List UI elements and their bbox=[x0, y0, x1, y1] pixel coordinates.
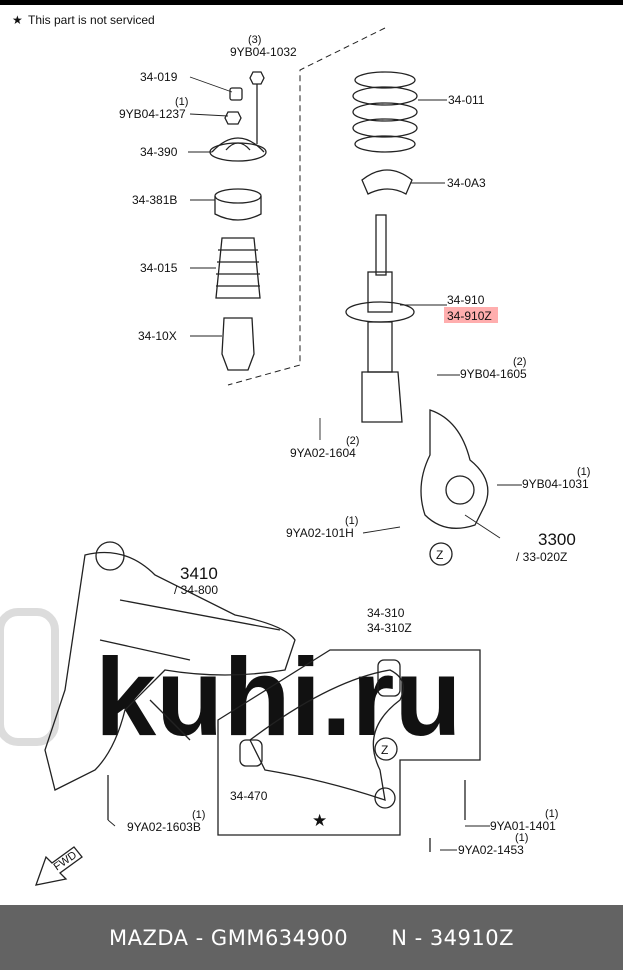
footer-part-no: N - 34910Z bbox=[391, 925, 515, 950]
label-34-381b: 34-381B bbox=[132, 193, 177, 207]
qty-9ya02-1604: (2) bbox=[346, 435, 359, 447]
z-marker-arm-text: Z bbox=[381, 743, 388, 757]
spring-seat-34-0a3 bbox=[361, 169, 413, 195]
label-9ya02-1453: 9YA02-1453 bbox=[458, 843, 524, 857]
label-9ya01-1401: 9YA01-1401 bbox=[490, 819, 556, 833]
label-9yb04-1031: 9YB04-1031 bbox=[522, 477, 589, 491]
lower-arm bbox=[239, 659, 404, 809]
boot-34-015 bbox=[215, 237, 261, 299]
qty-9ya02-101h: (1) bbox=[345, 515, 358, 527]
qty-9ya02-1603b: (1) bbox=[192, 809, 205, 821]
cap-34-019 bbox=[229, 87, 243, 101]
label-34-015: 34-015 bbox=[140, 261, 178, 275]
z-marker-arm bbox=[374, 737, 398, 761]
upper-mount-parts bbox=[209, 71, 267, 371]
qty-9yb04-1605: (2) bbox=[513, 356, 526, 368]
exploded-frame bbox=[227, 27, 386, 386]
ref-33-020z: / 33-020Z bbox=[516, 550, 567, 564]
subframe bbox=[44, 541, 296, 791]
z-marker-text: Z bbox=[436, 548, 443, 562]
star-icon-arm: ★ bbox=[312, 811, 327, 830]
bumper-34-10x bbox=[221, 317, 255, 371]
footer-brand-code: MAZDA - GMM634900 bbox=[108, 925, 349, 950]
star-icon: ★ bbox=[12, 13, 23, 27]
bushing-34-470 bbox=[239, 739, 263, 767]
label-34-019: 34-019 bbox=[140, 70, 178, 84]
knuckle bbox=[420, 409, 489, 529]
qty-9yb04-1237: (1) bbox=[175, 96, 188, 108]
qty-9yb04-1031: (1) bbox=[577, 466, 590, 478]
bolt-9yb04-1032 bbox=[249, 71, 265, 144]
footer-bar: MAZDA - GMM634900 N - 34910Z bbox=[0, 905, 623, 970]
qty-9ya01-1401: (1) bbox=[545, 808, 558, 820]
qty-9ya02-1453: (1) bbox=[515, 832, 528, 844]
nut-9yb04-1237 bbox=[224, 111, 242, 125]
watermark-text: kuhi.ru bbox=[95, 636, 462, 759]
label-34-10x: 34-10X bbox=[138, 329, 177, 343]
label-34-390: 34-390 bbox=[140, 145, 178, 159]
bearing-34-381b bbox=[214, 188, 262, 204]
label-9ya02-1604: 9YA02-1604 bbox=[290, 446, 356, 460]
lower-arm-frame bbox=[217, 649, 481, 836]
parts-diagram: kuhi.ru ★ This part is not serviced bbox=[0, 0, 623, 886]
leader-lines bbox=[107, 76, 522, 851]
label-9yb04-1605: 9YB04-1605 bbox=[460, 367, 527, 381]
label-34-0a3: 34-0A3 bbox=[447, 176, 486, 190]
label-34-310: 34-310 bbox=[367, 606, 405, 620]
label-9yb04-1032: 9YB04-1032 bbox=[230, 45, 297, 59]
highlight-34-910z bbox=[444, 307, 498, 323]
label-9ya02-101h: 9YA02-101H bbox=[286, 526, 354, 540]
not-serviced-note: ★ This part is not serviced bbox=[12, 13, 155, 27]
top-border bbox=[0, 0, 623, 5]
coil-spring bbox=[352, 71, 418, 153]
qty-9yb04-1032: (3) bbox=[248, 34, 261, 46]
ref-34-800: / 34-800 bbox=[174, 583, 218, 597]
label-34-470: 34-470 bbox=[230, 789, 268, 803]
ref-3300: 3300 bbox=[538, 530, 576, 549]
label-9yb04-1237: 9YB04-1237 bbox=[119, 107, 186, 121]
strut-assembly bbox=[345, 214, 415, 423]
ref-3410: 3410 bbox=[180, 564, 218, 583]
z-marker-knuckle bbox=[429, 542, 453, 566]
label-34-011: 34-011 bbox=[448, 93, 485, 107]
label-34-910z: 34-910Z bbox=[447, 309, 492, 323]
label-9ya02-1603b: 9YA02-1603B bbox=[127, 820, 201, 834]
note-text: This part is not serviced bbox=[28, 13, 155, 27]
bolts-rear bbox=[429, 780, 466, 852]
fwd-arrow-icon: FWD bbox=[35, 846, 83, 886]
label-34-310z: 34-310Z bbox=[367, 621, 412, 635]
label-34-910: 34-910 bbox=[447, 293, 485, 307]
